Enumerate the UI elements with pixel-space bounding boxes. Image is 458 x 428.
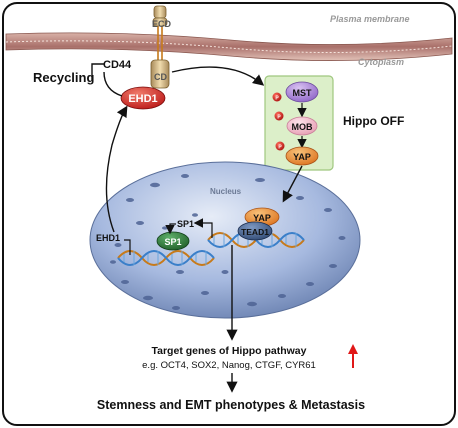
ehd1-expression-arrow xyxy=(105,105,128,233)
ehd1-protein-label: EHD1 xyxy=(128,93,157,105)
yap-protein-cytoplasm xyxy=(285,146,319,166)
dna-helix-ehd1 xyxy=(117,250,215,266)
phospho-mst-label: P xyxy=(275,96,279,102)
yap-nucleus-label: YAP xyxy=(253,213,271,223)
sp1-gene-label: SP1 xyxy=(177,219,194,229)
plasma-membrane xyxy=(5,32,453,61)
phospho-mob-label: P xyxy=(277,115,281,121)
phospho-yap-label: P xyxy=(278,145,282,151)
hippo-off-label: Hippo OFF xyxy=(343,114,404,128)
ehd1-protein xyxy=(120,86,166,110)
yap-box-label: YAP xyxy=(293,152,311,162)
yap-translocation-arrow xyxy=(282,165,303,203)
phospho-mst-icon xyxy=(272,92,282,102)
sp1-protein-label: SP1 xyxy=(164,237,181,247)
ecd-label: ECD xyxy=(152,19,172,29)
tead1-protein xyxy=(237,221,273,241)
mob-protein xyxy=(286,116,318,136)
cd-label: CD xyxy=(154,72,167,82)
mob-label: MOB xyxy=(292,122,313,132)
cd44-to-hippo-arrow xyxy=(171,66,265,86)
ehd1-gene-label: EHD1 xyxy=(96,233,120,243)
tead1-label: TEAD1 xyxy=(241,227,269,237)
cytoplasm-label: Cytoplasm xyxy=(358,57,404,67)
mst-label: MST xyxy=(293,88,313,98)
recycling-label: Recycling xyxy=(33,70,94,85)
target-genes-examples: e.g. OCT4, SOX2, Nanog, CTGF, CYR61 xyxy=(142,360,316,371)
recycling-arrow xyxy=(103,71,123,97)
outcome-label: Stemness and EMT phenotypes & Metastasis xyxy=(97,398,365,412)
phospho-yap-icon xyxy=(275,141,285,151)
nucleus-label: Nucleus xyxy=(210,187,242,196)
red-up-arrow-icon xyxy=(348,344,358,368)
mst-protein xyxy=(285,81,319,103)
target-genes-title: Target genes of Hippo pathway xyxy=(152,345,307,357)
cd44-label: CD44 xyxy=(103,59,132,71)
phospho-mob-icon xyxy=(274,111,284,121)
cd44-receptor xyxy=(150,5,170,89)
plasma-membrane-label: Plasma membrane xyxy=(330,14,410,24)
